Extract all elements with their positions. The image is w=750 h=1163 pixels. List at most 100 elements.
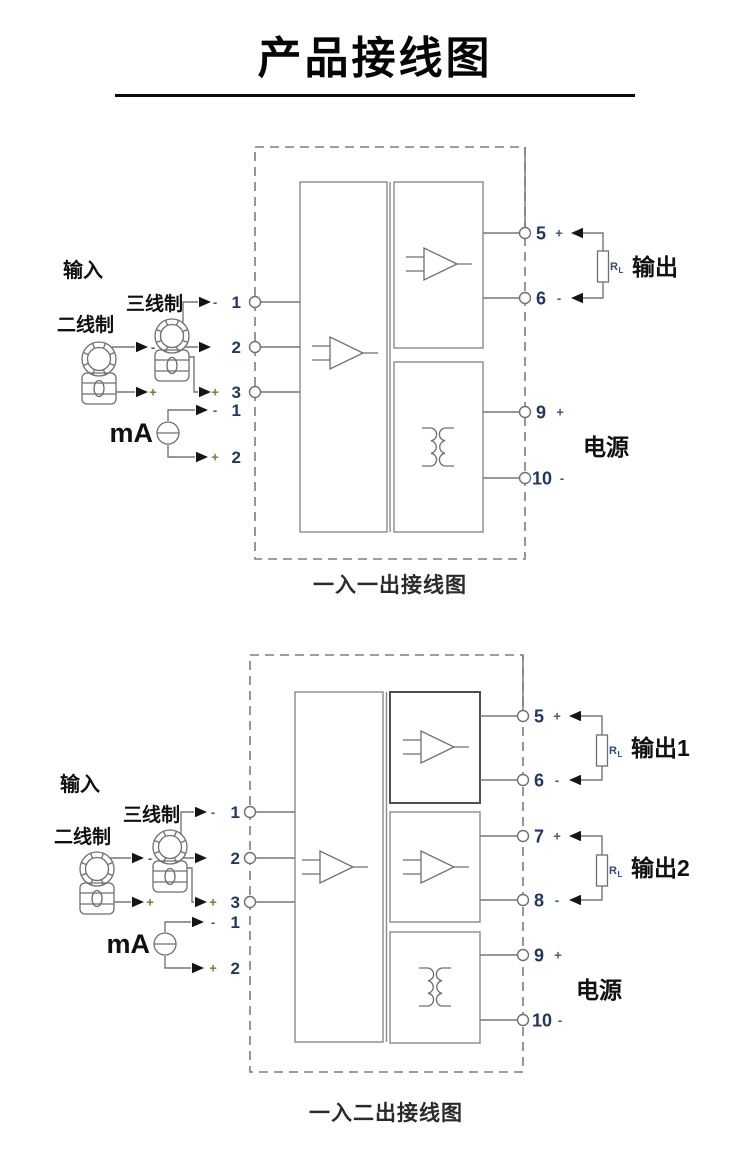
wire-arrow-icon [569, 830, 581, 842]
wire-arrow-icon [195, 896, 207, 908]
wire-arrow-icon [569, 710, 581, 722]
terminal-sign: + [556, 405, 564, 420]
wire-arrow-icon [132, 896, 144, 908]
terminal-number: 3 [232, 383, 241, 402]
output2-label: 输出2 [631, 855, 690, 881]
terminal-circle-5 [518, 226, 532, 240]
terminal-sign: - [213, 403, 217, 418]
terminal-circle-9 [516, 948, 530, 962]
wire-arrow-icon [199, 341, 211, 353]
output-wiring [483, 226, 610, 485]
terminal-circle-1 [243, 805, 257, 819]
wire-arrow-icon [195, 806, 207, 818]
wire-arrow-icon [569, 894, 581, 906]
terminal-sign: - [151, 340, 155, 355]
load-resistor-icon [595, 854, 609, 887]
title-underline [115, 94, 635, 97]
terminal-number: 2 [231, 959, 240, 978]
terminal-number: 5 [534, 707, 544, 727]
terminal-sign: + [554, 948, 562, 963]
two-wire-transmitter-icon [79, 851, 115, 915]
terminal-number: 5 [536, 224, 546, 244]
three-wire-transmitter-icon [154, 318, 190, 382]
ma-label: mA [109, 418, 153, 448]
terminal-circle-10 [518, 471, 532, 485]
output-wiring [480, 709, 609, 1027]
transformer-icon [418, 967, 452, 1007]
load-resistor-label-sub: L [618, 870, 623, 879]
terminal-number: 3 [231, 893, 240, 912]
power-label: 电源 [583, 434, 629, 460]
terminal-sign: - [211, 805, 215, 820]
load-resistor-label: R [609, 745, 617, 757]
terminal-sign: - [148, 851, 152, 866]
three-wire-label: 三线制 [123, 803, 180, 826]
two-wire-label: 二线制 [54, 825, 111, 848]
terminal-circle-10 [516, 1013, 530, 1027]
terminal-number: 1 [232, 293, 241, 312]
wire-arrow-icon [132, 852, 144, 864]
terminal-sign: + [209, 961, 217, 976]
input-stage-block [299, 181, 388, 533]
terminal-sign: - [560, 471, 564, 486]
terminal-sign: + [211, 450, 219, 465]
output1-label: 输出1 [631, 735, 690, 761]
terminal-circle-3 [248, 385, 262, 399]
two-wire-transmitter-icon [81, 341, 117, 405]
amplifier-icon [402, 730, 470, 764]
terminal-number: 2 [232, 448, 241, 467]
function-blocks [299, 181, 484, 533]
terminal-circle-6 [518, 291, 532, 305]
diagram-one-text: 输入 三线制 二线制 mA - + - + 1 2 3 - 1 + 2 5 + … [57, 224, 678, 598]
power-stage-block [393, 361, 484, 533]
terminal-number: 2 [232, 338, 241, 357]
terminal-sign: + [211, 385, 219, 400]
terminal-circle-1 [248, 295, 262, 309]
terminal-sign: + [146, 895, 154, 910]
terminal-sign: + [555, 226, 563, 241]
terminal-circle-3 [243, 895, 257, 909]
terminal-sign: - [555, 893, 559, 908]
wire-arrow-icon [196, 451, 208, 463]
terminal-sign: + [149, 385, 157, 400]
wire-arrow-icon [571, 292, 583, 304]
three-wire-label: 三线制 [126, 292, 183, 315]
page-title: 产品接线图 [257, 34, 493, 83]
output2-stage-block [389, 811, 481, 923]
power-label: 电源 [576, 977, 622, 1003]
terminal-number: 1 [231, 913, 240, 932]
terminal-sign: - [211, 915, 215, 930]
wire-arrow-icon [199, 296, 211, 308]
terminal-circle-9 [518, 405, 532, 419]
amplifier-icon [311, 336, 379, 370]
terminal-number: 7 [534, 827, 544, 847]
terminal-number: 6 [536, 289, 546, 309]
load-resistor-label-sub: L [618, 750, 623, 759]
output-label: 输出 [632, 254, 678, 280]
load-resistor-label: R [609, 865, 617, 877]
output1-stage-block [389, 691, 481, 804]
diagram-one: 输入 三线制 二线制 mA - + - + 1 2 3 - 1 + 2 5 + … [57, 146, 678, 598]
input-label: 输入 [63, 258, 103, 282]
terminal-circle-2 [248, 340, 262, 354]
input-stage-block [294, 691, 384, 1043]
function-blocks [294, 691, 481, 1044]
terminal-number: 6 [534, 771, 544, 791]
terminal-circle-8 [516, 893, 530, 907]
wire-arrow-icon [199, 386, 211, 398]
terminal-sign: - [555, 773, 559, 788]
terminal-sign: + [209, 895, 217, 910]
terminal-sign: - [213, 295, 217, 310]
input-wiring [81, 295, 300, 463]
diagram-two-text: 输入 三线制 二线制 mA - + - + 1 2 3 - 1 + 2 5 + … [54, 707, 690, 1126]
terminal-circle-6 [516, 773, 530, 787]
load-resistor-icon [595, 734, 609, 767]
terminal-number: 1 [231, 803, 240, 822]
load-resistor-label: R [610, 261, 618, 273]
terminal-number: 2 [231, 849, 240, 868]
terminal-circle-7 [516, 829, 530, 843]
wire-arrow-icon [136, 386, 148, 398]
terminal-sign: + [553, 709, 561, 724]
